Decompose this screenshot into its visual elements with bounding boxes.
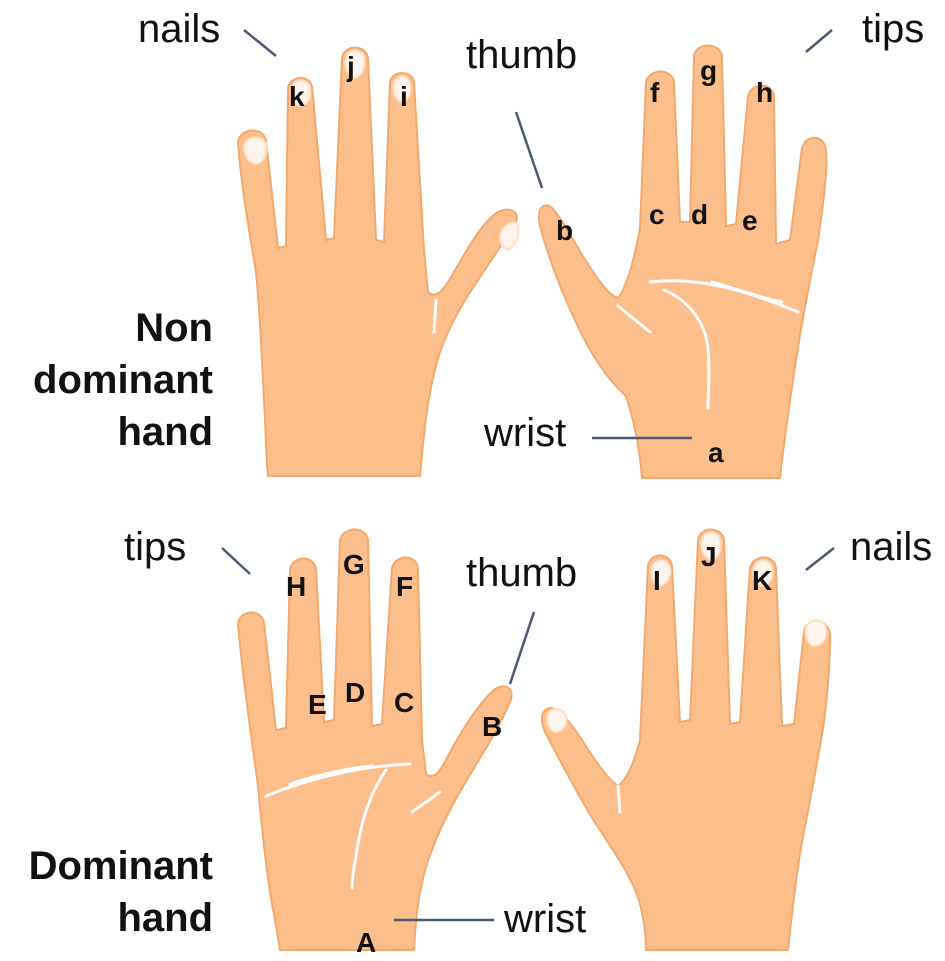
letter-i: i bbox=[400, 81, 408, 112]
nails-label-bottom: nails bbox=[850, 524, 932, 570]
tips-label-bottom: tips bbox=[124, 524, 186, 570]
letter-B: B bbox=[482, 711, 502, 742]
letter-J: J bbox=[701, 541, 717, 572]
letter-C: C bbox=[394, 687, 414, 718]
pinky-nail bbox=[244, 137, 267, 164]
letter-E: E bbox=[308, 689, 327, 720]
non-dominant-caption: Non dominant hand bbox=[33, 302, 213, 458]
letter-c: c bbox=[649, 199, 665, 230]
letter-k: k bbox=[289, 81, 305, 112]
leader-tips-bottom bbox=[222, 548, 250, 574]
letter-j: j bbox=[346, 51, 355, 82]
letter-b: b bbox=[556, 215, 573, 246]
leader-nails-top bbox=[244, 30, 276, 56]
caption-line: dominant bbox=[33, 354, 213, 406]
caption-line: hand bbox=[29, 892, 213, 944]
dominant-hand-back bbox=[542, 530, 830, 951]
dominant-caption: Dominant hand bbox=[29, 840, 213, 944]
leader-tips-top bbox=[806, 30, 832, 52]
wrist-label-top: wrist bbox=[484, 410, 566, 456]
caption-line: Non bbox=[33, 302, 213, 354]
letter-g: g bbox=[700, 55, 717, 86]
non-dominant-hand-back bbox=[238, 48, 519, 477]
letter-h: h bbox=[756, 77, 773, 108]
letter-a: a bbox=[708, 437, 724, 468]
nails-label-top: nails bbox=[138, 6, 220, 52]
leader-thumb-top bbox=[516, 112, 542, 188]
leader-nails-bottom bbox=[806, 548, 834, 570]
non-dominant-hand-palm bbox=[539, 46, 827, 479]
letter-I: I bbox=[653, 565, 661, 596]
letter-A: A bbox=[356, 927, 376, 958]
thumb-label-bottom: thumb bbox=[466, 550, 577, 596]
caption-line: hand bbox=[33, 406, 213, 458]
letter-G: G bbox=[343, 549, 365, 580]
letter-H: H bbox=[286, 571, 306, 602]
letter-K: K bbox=[752, 565, 772, 596]
letter-d: d bbox=[691, 199, 708, 230]
letter-f: f bbox=[650, 77, 660, 108]
letter-e: e bbox=[742, 205, 758, 236]
caption-line: Dominant bbox=[29, 840, 213, 892]
wrist-label-bottom: wrist bbox=[504, 896, 586, 942]
letter-D: D bbox=[345, 677, 365, 708]
letter-F: F bbox=[396, 571, 413, 602]
thumb-label-top: thumb bbox=[466, 32, 577, 78]
leader-thumb-bottom bbox=[510, 612, 534, 684]
tips-label-top: tips bbox=[862, 6, 924, 52]
